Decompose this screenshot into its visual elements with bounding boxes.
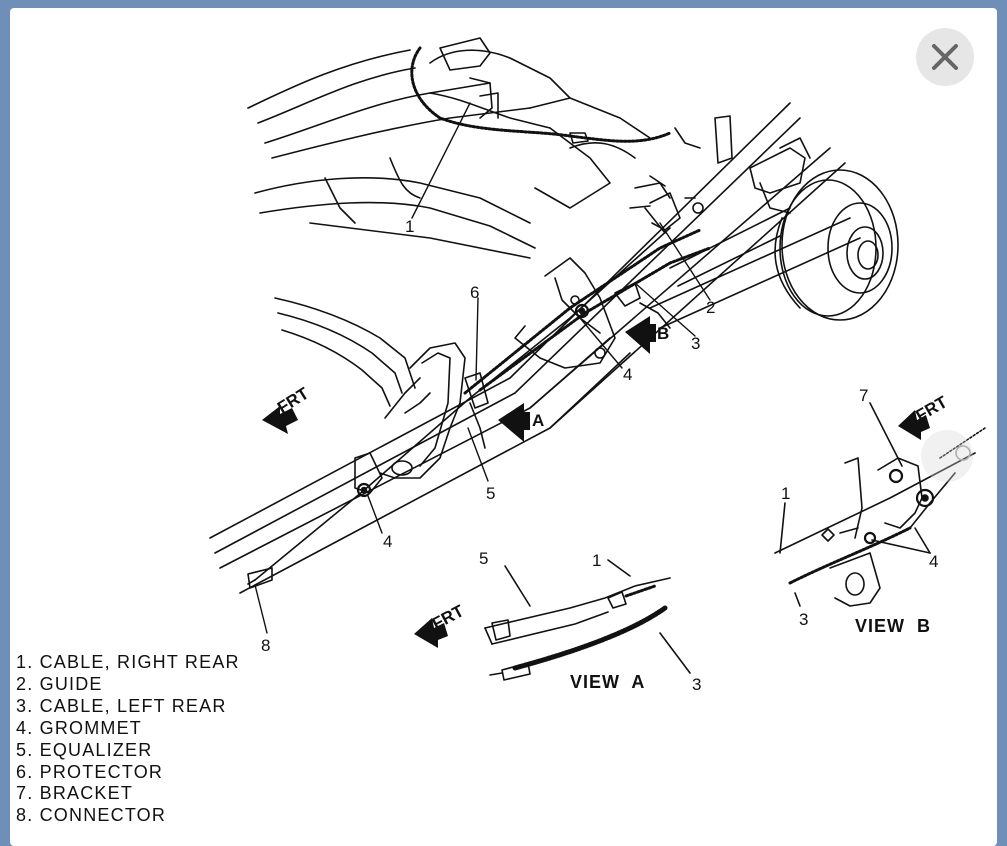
frt-label-view-b: FRT [913,392,952,425]
close-icon [932,44,958,70]
callout-1: 1 [405,217,414,236]
legend-item: 4. GROMMET [16,717,143,738]
cable-right-rear-upper [410,46,672,143]
callout-3: 3 [691,334,700,353]
leader-lines [254,102,711,634]
callout-8: 8 [261,636,270,655]
frt-arrow-view-a [414,618,448,648]
view-a-callout-3: 3 [692,675,701,694]
lower-frame-drawing [274,297,421,419]
view-b-title: VIEW B [855,616,931,636]
arrow-b-label: B [657,324,669,343]
callout-5: 5 [486,484,495,503]
parts-legend: 1. CABLE, RIGHT REAR 2. GUIDE 3. CABLE, … [16,652,240,827]
view-b-callout-1: 1 [781,484,790,503]
cable-left-rear [463,228,702,395]
legend-item: 8. CONNECTOR [16,805,167,826]
callout-2: 2 [706,298,715,317]
view-b-callout-7: 7 [859,386,868,405]
frame-rails-drawing [209,102,861,594]
callout-6: 6 [470,283,479,302]
main-cable [254,227,671,581]
close-button[interactable] [916,28,974,86]
view-a-drawing [484,559,691,681]
legend-item: 1. CABLE, RIGHT REAR [16,652,240,672]
legend-item: 6. PROTECTOR [16,761,164,782]
legend-item: 3. CABLE, LEFT REAR [16,695,227,716]
callout-4-lower: 4 [383,532,392,551]
arrow-b [625,316,656,354]
parking-brake-cable-diagram: FRT FRT FRT A B 1 2 3 4 5 6 4 8 5 1 3 VI… [209,37,986,694]
legend-item: 2. GUIDE [16,673,103,694]
image-viewer: FRT FRT FRT A B 1 2 3 4 5 6 4 8 5 1 3 VI… [10,8,997,846]
frt-label-view-a: FRT [429,601,468,634]
view-b-callout-3: 3 [799,610,808,629]
protector-bracket-drawing [354,342,466,494]
view-a-callout-5: 5 [479,549,488,568]
brake-drum-drawing [774,169,899,321]
view-b-callout-4: 4 [929,552,938,571]
rear-axle-drawing [669,137,811,287]
arrow-a-label: A [532,411,544,430]
view-a-title: VIEW A [570,672,645,692]
direction-arrows [262,316,930,648]
frt-arrow-view-b [898,410,930,440]
view-a-cable-left [512,605,668,671]
frt-arrow-main [262,406,298,434]
guide-drawing [629,175,704,234]
legend-item: 5. EQUALIZER [16,739,153,760]
callout-4-upper: 4 [623,365,632,384]
upper-frame-drawing [247,37,733,259]
view-b-drawing [774,402,986,607]
view-a-callout-1: 1 [592,551,601,570]
legend-item: 7. BRACKET [16,783,134,804]
arrow-a [498,403,530,442]
